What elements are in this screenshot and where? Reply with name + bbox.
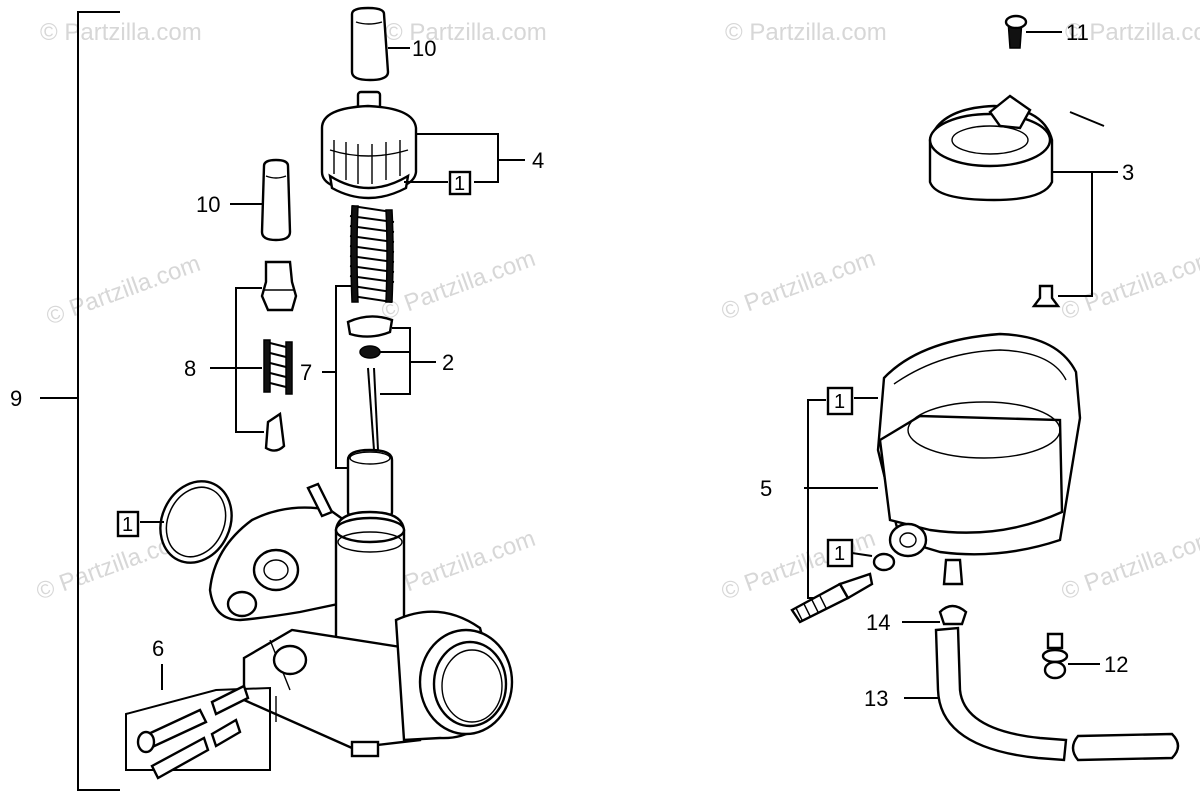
callout-6: 6 [152, 636, 164, 661]
throttle-spring [349, 205, 395, 303]
callout-5-bracket: 1 1 [807, 386, 896, 599]
callout-11: 11 [1066, 20, 1089, 45]
callout-1-cover: 1 [454, 173, 465, 195]
callout-7-group: 7 [300, 285, 352, 469]
callout-9: 9 [10, 386, 22, 411]
rubber-cap-top: 10 [350, 6, 436, 82]
screw-11: 11 [1004, 14, 1089, 49]
callout-2: 2 [442, 350, 454, 375]
float-chamber: 5 [760, 332, 1082, 586]
carburetor-top-cover: 4 1 [320, 90, 544, 200]
callout-13: 13 [864, 686, 888, 711]
watermark: © Partzilla.com [1065, 19, 1200, 46]
callout-8: 8 [184, 356, 196, 381]
watermark: © Partzilla.com [385, 19, 547, 46]
pilot-screw [790, 572, 874, 624]
watermark: © Partzilla.com [1058, 525, 1200, 606]
callout-1-screw: 1 [834, 543, 845, 565]
throttle-valve [346, 448, 394, 522]
callout-1-oring: 1 [122, 514, 133, 536]
carburetor-body [208, 482, 514, 758]
assembly-bracket: 9 [10, 11, 120, 791]
watermark: © Partzilla.com [718, 245, 879, 326]
callout-4: 4 [532, 148, 544, 173]
callout-14: 14 [866, 610, 890, 635]
air-screw-set: 8 [184, 260, 298, 452]
watermark: © Partzilla.com [43, 250, 204, 331]
screw-set: 6 [125, 636, 271, 780]
callout-12: 12 [1104, 652, 1128, 677]
watermark: © Partzilla.com [1058, 245, 1200, 326]
float-chamber-cover: 3 [928, 94, 1134, 308]
drain-fitting: 14 [866, 604, 968, 635]
watermark: © Partzilla.com [725, 19, 887, 46]
callout-5: 5 [760, 476, 772, 501]
callout-10-left: 10 [196, 192, 220, 217]
watermark: © Partzilla.com [378, 245, 539, 326]
callout-7: 7 [300, 360, 312, 385]
drain-tube: 13 [864, 626, 1180, 762]
screw-12: 12 [1041, 632, 1128, 680]
callout-10-top: 10 [412, 36, 436, 61]
o-ring-left: 1 [116, 480, 233, 564]
watermark: © Partzilla.com [40, 19, 202, 46]
jet-needle-set: 2 [346, 315, 454, 451]
rubber-cap-left: 10 [196, 158, 292, 242]
callout-1-gasket: 1 [834, 391, 845, 413]
callout-3: 3 [1122, 160, 1134, 185]
